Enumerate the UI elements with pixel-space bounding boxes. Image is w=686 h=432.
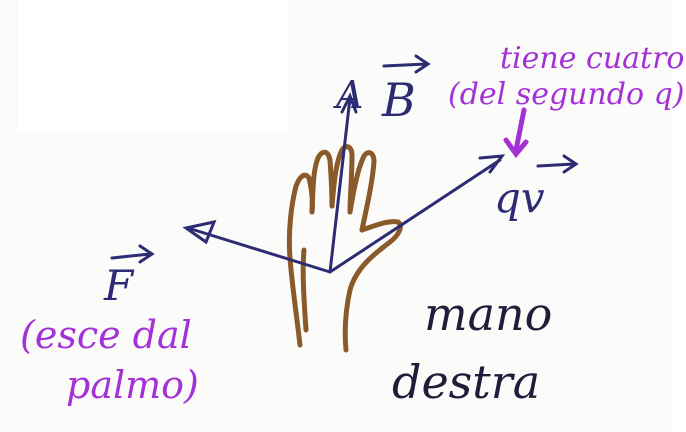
a-mark-label: A [333, 73, 363, 117]
note-top-line2: (del segundo q) [448, 77, 685, 112]
b-label-arrow [384, 56, 428, 72]
qv-vector-label: qv [494, 173, 545, 222]
hand-label-line1: mano [424, 287, 552, 341]
blank-patch [18, 0, 288, 130]
b-vector-label: B [381, 73, 416, 127]
v-label-arrow [538, 156, 576, 172]
note-top-line1: tiene cuatro [500, 41, 684, 76]
f-vector-label: F [103, 261, 135, 310]
hand-outline [289, 147, 400, 350]
note-force-line1: (esce dal [20, 313, 192, 357]
note-pointer [506, 110, 526, 154]
f-label-arrow [112, 246, 152, 262]
note-force-line2: palmo) [66, 363, 199, 407]
hand-label-line2: destra [392, 355, 540, 409]
